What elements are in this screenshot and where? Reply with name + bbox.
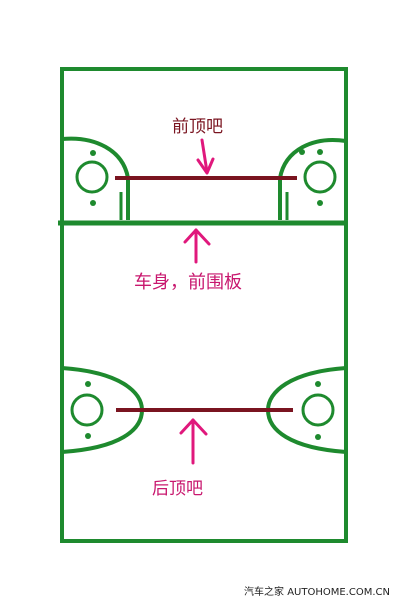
front-left-bolt: [90, 150, 96, 156]
rear-left-strut-mount: [70, 393, 104, 427]
body-firewall-label: 车身，前围板: [134, 272, 242, 293]
rear-right-bolt: [315, 434, 321, 440]
rear-strut-arrowhead: [179, 418, 208, 436]
rear-right-strut-mount: [301, 393, 335, 427]
front-left-bolt: [90, 200, 96, 206]
autohome-watermark: 汽车之家 AUTOHOME.COM.CN: [244, 587, 390, 598]
front-right-strut-mount: [303, 160, 337, 194]
rear-right-bolt: [315, 381, 321, 387]
rear-strut-bar-label: 后顶吧: [152, 479, 203, 499]
front-right-bolt: [299, 149, 305, 155]
rear-left-bolt: [85, 381, 91, 387]
front-left-strut-mount: [75, 160, 109, 194]
front-right-bolt: [317, 149, 323, 155]
car-body-frame: [60, 67, 348, 543]
front-strut-arrow: [200, 138, 209, 174]
front-right-bolt: [317, 200, 323, 206]
firewall-arrowhead: [183, 228, 211, 246]
front-strut-bar-label: 前顶吧: [172, 117, 223, 137]
rear-left-bolt: [85, 433, 91, 439]
front-strut-arrowhead: [196, 157, 215, 175]
